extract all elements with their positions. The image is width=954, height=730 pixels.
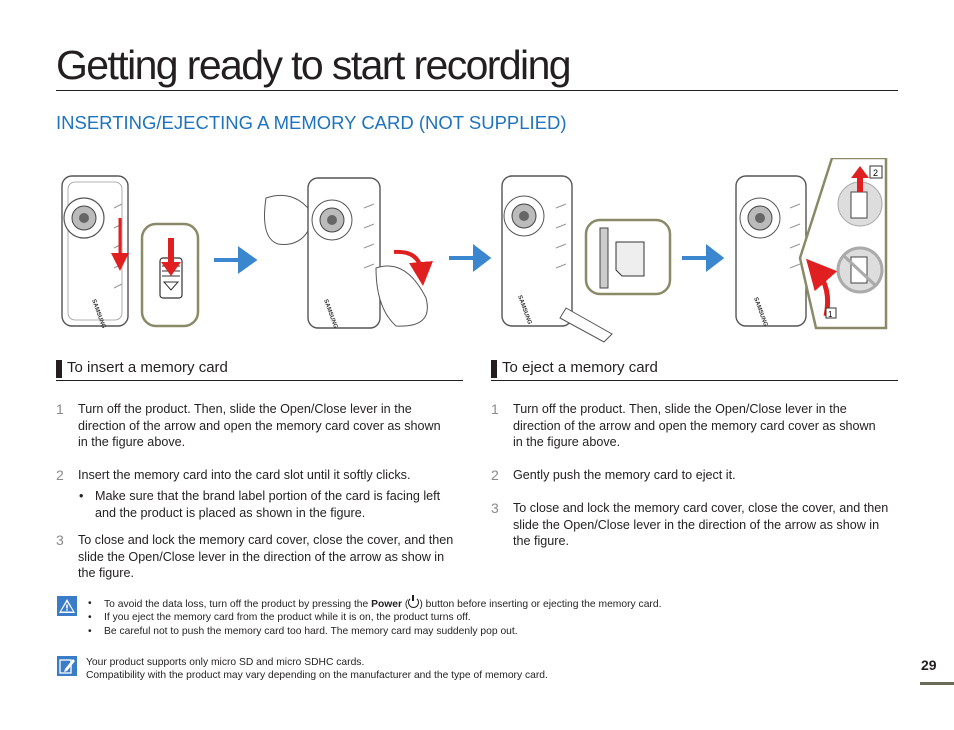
memory-card-illustration: SAMSUNG SAMSUNG SAMSUNG [61, 158, 888, 343]
step-number: 1 [491, 401, 499, 417]
caution-line-2: • If you eject the memory card from the … [88, 611, 471, 624]
step-text: Gently push the memory card to eject it. [513, 468, 736, 482]
power-icon [408, 595, 420, 608]
step-number: 2 [56, 467, 64, 483]
eject-step-3: 3 To close and lock the memory card cove… [491, 500, 893, 550]
caution-text: To avoid the data loss, turn off the pro… [104, 599, 372, 610]
warning-icon [57, 596, 77, 616]
bullet-dot: • [88, 612, 92, 623]
callout-2: 2 [873, 168, 878, 178]
step-text: To close and lock the memory card cover,… [78, 533, 454, 580]
bullet-dot: • [79, 489, 84, 503]
eject-step-2: 2 Gently push the memory card to eject i… [491, 467, 893, 484]
step-number: 1 [56, 401, 64, 417]
arrow-right-1 [214, 246, 258, 274]
arrow-right-2 [449, 243, 492, 273]
insert-heading: To insert a memory card [56, 358, 463, 381]
camcorder-lock-figure: SAMSUNG 2 1 [735, 158, 888, 330]
insert-bullet: • Make sure that the brand label portion… [79, 488, 455, 521]
eject-heading-text: To eject a memory card [502, 359, 658, 376]
caution-line-1: • To avoid the data loss, turn off the p… [88, 595, 662, 611]
arrow-right-3 [682, 243, 725, 273]
step-text: Turn off the product. Then, slide the Op… [78, 402, 441, 449]
eject-step-1: 1 Turn off the product. Then, slide the … [491, 401, 885, 451]
note-line-1: Your product supports only micro SD and … [86, 657, 365, 668]
caution-text: If you eject the memory card from the pr… [104, 612, 471, 623]
note-pencil-icon [57, 656, 77, 676]
eject-heading: To eject a memory card [491, 358, 898, 381]
section-subtitle: INSERTING/EJECTING A MEMORY CARD (NOT SU… [56, 112, 567, 133]
step-text: Insert the memory card into the card slo… [78, 468, 411, 482]
insert-step-2: 2 Insert the memory card into the card s… [56, 467, 458, 484]
insert-heading-text: To insert a memory card [67, 359, 228, 376]
bullet-dot: • [88, 626, 92, 637]
insert-step-1: 1 Turn off the product. Then, slide the … [56, 401, 450, 451]
step-text: Turn off the product. Then, slide the Op… [513, 402, 876, 449]
step-number: 2 [491, 467, 499, 483]
page-number-rule [920, 682, 954, 685]
heading-bar [491, 360, 497, 378]
power-label: Power [371, 599, 403, 610]
caution-text: Be careful not to push the memory card t… [104, 626, 518, 637]
camcorder-closed-figure: SAMSUNG [61, 175, 200, 330]
bullet-text: Make sure that the brand label portion o… [95, 489, 441, 520]
page-number: 29 [921, 657, 937, 673]
heading-bar [56, 360, 62, 378]
step-text: To close and lock the memory card cover,… [513, 501, 889, 548]
insert-step-3: 3 To close and lock the memory card cove… [56, 532, 458, 582]
step-number: 3 [491, 500, 499, 516]
title-divider [56, 90, 898, 91]
camcorder-card-insert-figure: SAMSUNG [501, 175, 672, 343]
note-line-2: Compatibility with the product may vary … [86, 670, 548, 681]
caution-text: button before inserting or ejecting the … [422, 599, 662, 610]
step-number: 3 [56, 532, 64, 548]
callout-1: 1 [828, 310, 833, 319]
camcorder-open-figure: SAMSUNG [264, 177, 433, 330]
caution-line-3: • Be careful not to push the memory card… [88, 625, 518, 638]
page-title: Getting ready to start recording [56, 42, 572, 88]
bullet-dot: • [88, 598, 92, 609]
